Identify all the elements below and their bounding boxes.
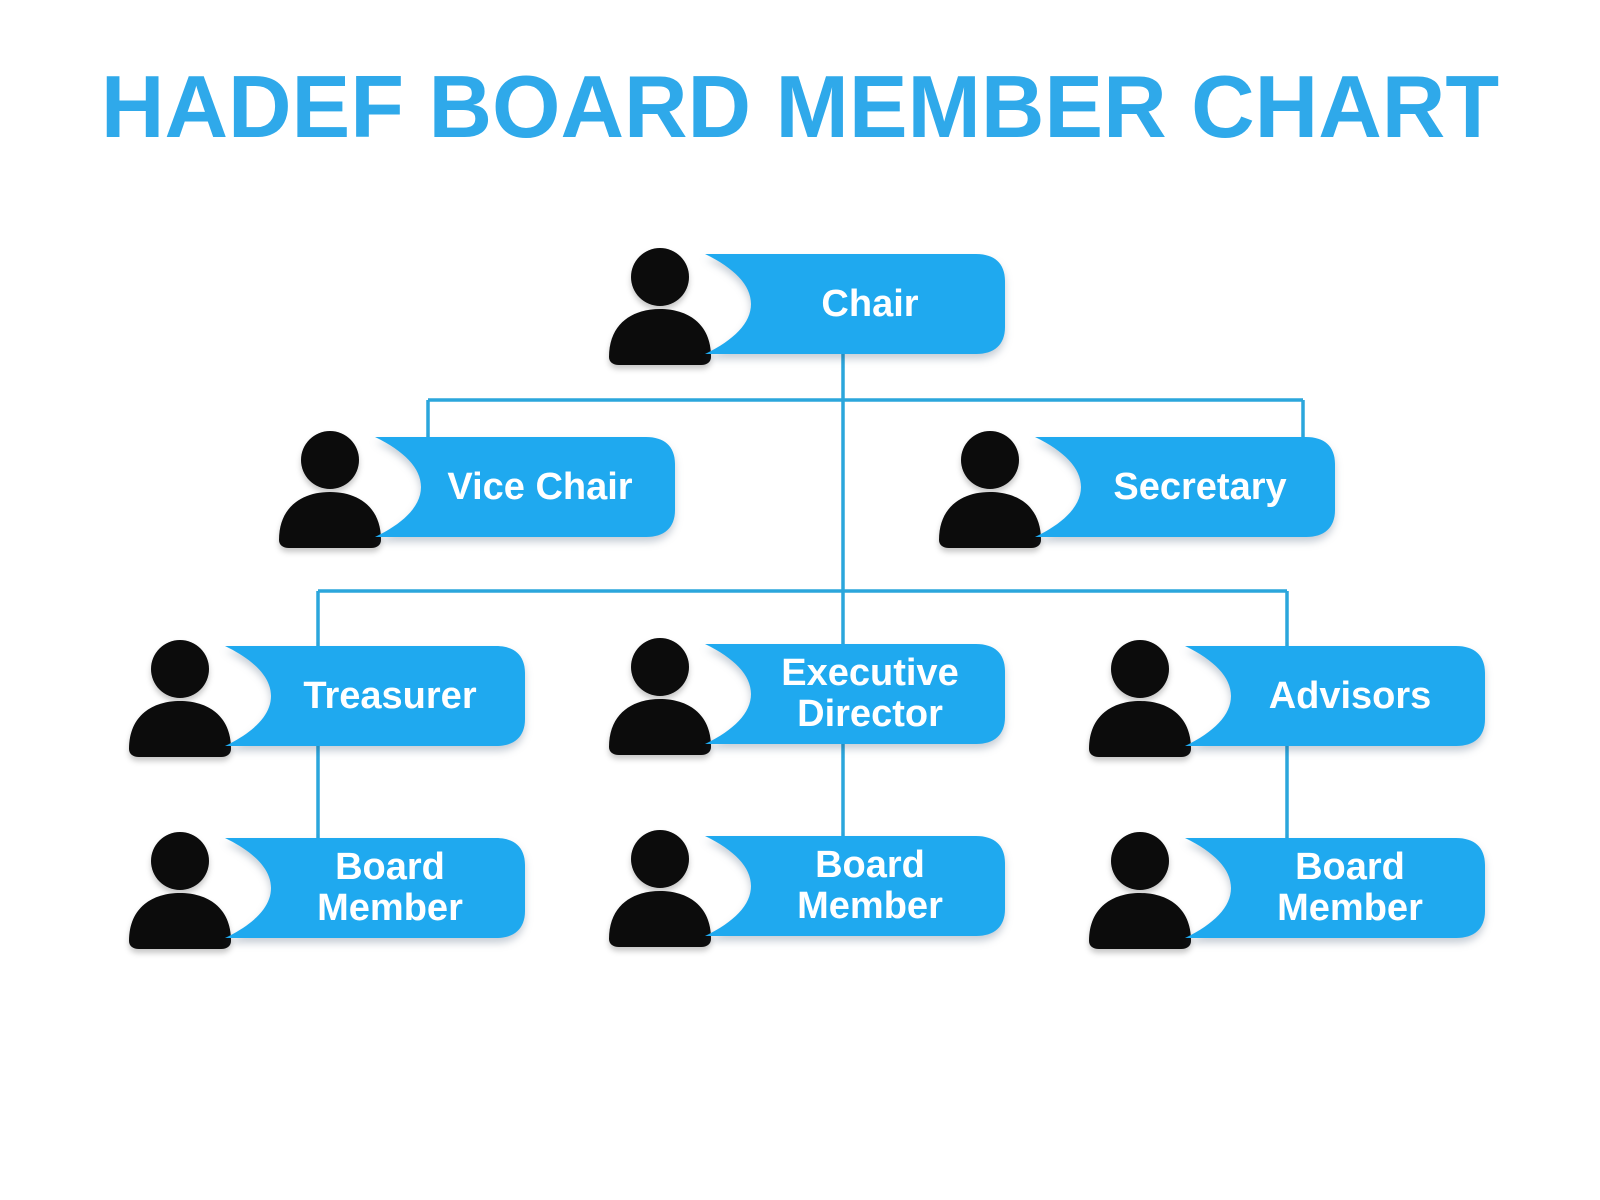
node-box: Executive Director — [705, 642, 1005, 746]
node-box: Treasurer — [225, 644, 525, 748]
org-node-secretary: Secretary — [939, 431, 1335, 548]
node-label: Board Member — [317, 846, 463, 929]
person-icon — [129, 640, 231, 757]
person-icon — [609, 248, 711, 365]
node-box: Chair — [705, 252, 1005, 356]
org-node-vice-chair: Vice Chair — [279, 431, 675, 548]
node-box: Advisors — [1185, 644, 1485, 748]
person-icon — [939, 431, 1041, 548]
person-icon — [609, 830, 711, 947]
org-node-board-member-1: Board Member — [129, 832, 525, 949]
org-node-chair: Chair — [609, 248, 1005, 365]
person-icon — [279, 431, 381, 548]
node-label: Advisors — [1268, 674, 1432, 717]
node-box: Secretary — [1035, 435, 1335, 539]
node-box: Board Member — [705, 834, 1005, 938]
node-label: Executive Director — [781, 652, 959, 735]
org-node-board-member-3: Board Member — [1089, 832, 1485, 949]
node-box: Vice Chair — [375, 435, 675, 539]
node-label: Treasurer — [303, 674, 477, 717]
page-title: HADEF BOARD MEMBER CHART — [100, 57, 1500, 156]
person-icon — [1089, 832, 1191, 949]
org-node-treasurer: Treasurer — [129, 640, 525, 757]
node-box: Board Member — [1185, 836, 1485, 940]
org-node-board-member-2: Board Member — [609, 830, 1005, 947]
node-label: Board Member — [797, 844, 943, 927]
node-label: Board Member — [1277, 846, 1423, 929]
node-box: Board Member — [225, 836, 525, 940]
person-icon — [1089, 640, 1191, 757]
org-node-advisors: Advisors — [1089, 640, 1485, 757]
person-icon — [129, 832, 231, 949]
node-label: Secretary — [1113, 465, 1287, 508]
person-icon — [609, 638, 711, 755]
node-label: Chair — [821, 282, 919, 325]
org-node-executive-director: Executive Director — [609, 638, 1005, 755]
node-label: Vice Chair — [447, 465, 633, 508]
